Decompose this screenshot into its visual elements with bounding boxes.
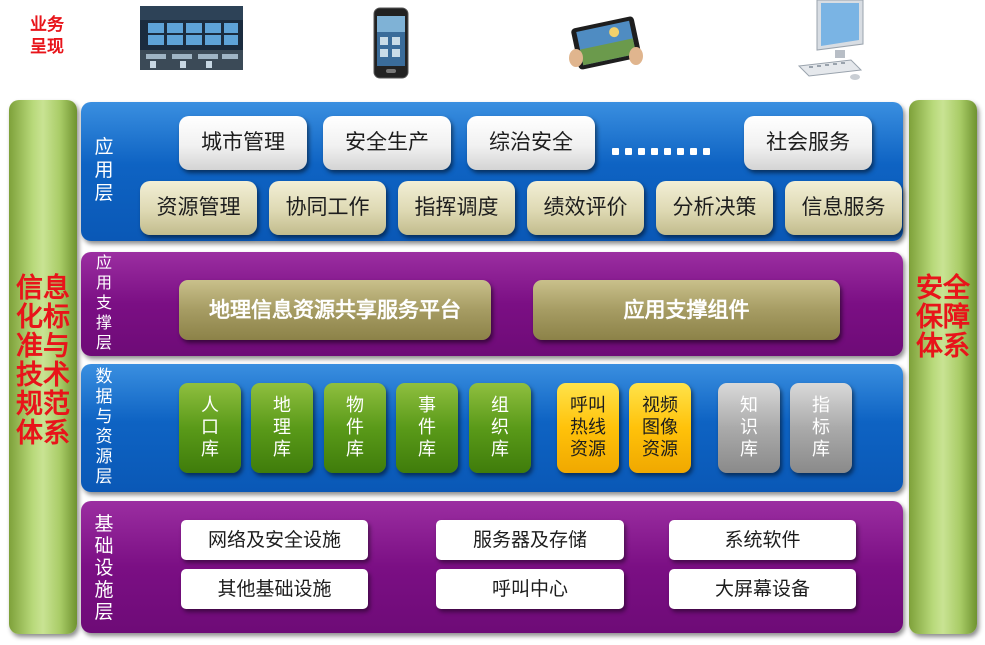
app-social-services[interactable]: 社会服务: [744, 116, 872, 170]
geography-database[interactable]: 地 理 库: [251, 383, 313, 473]
object-database[interactable]: 物 件 库: [324, 383, 386, 473]
standards-pillar-label: 信息 化标 准与 技术 规范 体系: [16, 273, 70, 449]
support-layer-name: 应 用 支 撑 层: [95, 253, 112, 352]
event-database[interactable]: 事 件 库: [396, 383, 458, 473]
business-presentation-label: 业务 呈现: [30, 15, 64, 57]
app-city-management[interactable]: 城市管理: [179, 116, 307, 170]
application-support-components[interactable]: 应用支撑组件: [533, 280, 840, 340]
data-layer-name: 数 据 与 资 源 层: [95, 367, 113, 487]
app-information-services[interactable]: 信息服务: [785, 181, 902, 235]
app-safety-production[interactable]: 安全生产: [323, 116, 451, 170]
indicator-database[interactable]: 指 标 库: [790, 383, 852, 473]
app-comprehensive-security[interactable]: 综治安全: [467, 116, 595, 170]
security-pillar-label: 安全 保障 体系: [916, 273, 970, 362]
population-database[interactable]: 人 口 库: [179, 383, 241, 473]
call-center[interactable]: 呼叫中心: [436, 569, 624, 609]
ellipsis-dots: [612, 140, 716, 155]
smartphone-image: [371, 7, 411, 79]
app-performance-evaluation[interactable]: 绩效评价: [527, 181, 644, 235]
servers-storage[interactable]: 服务器及存储: [436, 520, 624, 560]
knowledge-database[interactable]: 知 识 库: [718, 383, 780, 473]
application-layer-name: 应 用 层: [94, 136, 114, 204]
security-pillar: 安全 保障 体系: [909, 100, 977, 634]
app-command-dispatch[interactable]: 指挥调度: [398, 181, 515, 235]
app-resource-management[interactable]: 资源管理: [140, 181, 257, 235]
desktop-computer-image: [795, 0, 865, 82]
hotline-resources[interactable]: 呼叫 热线 资源: [557, 383, 619, 473]
standards-pillar: 信息 化标 准与 技术 规范 体系: [9, 100, 77, 634]
control-room-image: [140, 6, 243, 70]
large-screen-equipment[interactable]: 大屏幕设备: [669, 569, 856, 609]
network-security-facilities[interactable]: 网络及安全设施: [181, 520, 368, 560]
system-software[interactable]: 系统软件: [669, 520, 856, 560]
geo-info-sharing-platform[interactable]: 地理信息资源共享服务平台: [179, 280, 491, 340]
video-image-resources[interactable]: 视频 图像 资源: [629, 383, 691, 473]
tablet-image: [568, 12, 644, 72]
other-infrastructure[interactable]: 其他基础设施: [181, 569, 368, 609]
organization-database[interactable]: 组 织 库: [469, 383, 531, 473]
infrastructure-layer-name: 基 础 设 施 层: [94, 513, 114, 623]
app-analysis-decision[interactable]: 分析决策: [656, 181, 773, 235]
app-collaborative-work[interactable]: 协同工作: [269, 181, 386, 235]
